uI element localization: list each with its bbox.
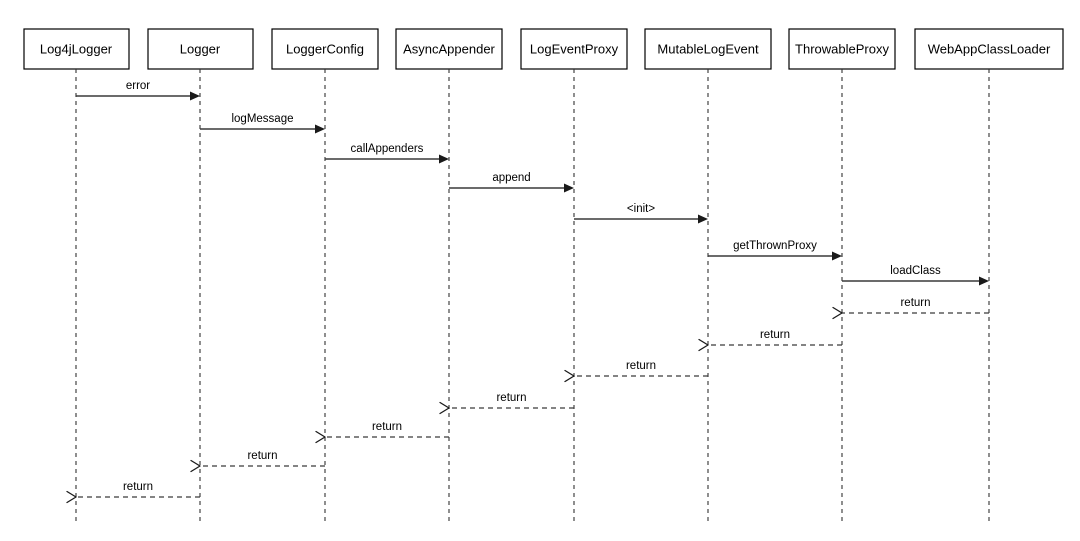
message-9-return[interactable]: return bbox=[564, 360, 708, 383]
messages-layer: error logMessage callAppenders append <init>… bbox=[66, 80, 989, 504]
lifeline-header-box[interactable] bbox=[271, 28, 379, 70]
lifelines-layer: Log4jLogger Logger LoggerConfig AsyncAppend… bbox=[23, 28, 1064, 523]
message-label: return bbox=[123, 481, 153, 493]
lifeline-logeventproxy[interactable]: LogEventProxy bbox=[520, 28, 628, 523]
filled-arrowhead-icon bbox=[439, 154, 449, 164]
message-1-logMessage[interactable]: logMessage bbox=[200, 113, 325, 134]
message-label: return bbox=[900, 297, 930, 309]
message-8-return[interactable]: return bbox=[698, 329, 842, 352]
message-label: error bbox=[126, 80, 150, 92]
filled-arrowhead-icon bbox=[979, 276, 989, 286]
lifeline-label: LogEventProxy bbox=[530, 41, 619, 56]
message-4-init[interactable]: <init> bbox=[574, 203, 708, 224]
message-2-callAppenders[interactable]: callAppenders bbox=[325, 143, 449, 164]
lifeline-header-box[interactable] bbox=[914, 28, 1064, 70]
message-label: getThrownProxy bbox=[733, 240, 817, 252]
lifeline-label: LoggerConfig bbox=[286, 41, 364, 56]
message-label: return bbox=[496, 392, 526, 404]
message-0-error[interactable]: error bbox=[76, 80, 200, 101]
message-5-getThrownProxy[interactable]: getThrownProxy bbox=[708, 240, 842, 261]
lifeline-label: Log4jLogger bbox=[40, 41, 113, 56]
lifeline-label: MutableLogEvent bbox=[657, 41, 759, 56]
message-label: return bbox=[760, 329, 790, 341]
lifeline-header-box[interactable] bbox=[395, 28, 503, 70]
lifeline-logger[interactable]: Logger bbox=[147, 28, 254, 523]
open-arrowhead-icon bbox=[66, 490, 77, 504]
lifeline-header-box[interactable] bbox=[23, 28, 130, 70]
message-label: <init> bbox=[627, 203, 655, 215]
lifeline-label: WebAppClassLoader bbox=[928, 41, 1051, 56]
message-label: return bbox=[626, 360, 656, 372]
lifeline-log4jlogger[interactable]: Log4jLogger bbox=[23, 28, 130, 523]
lifeline-throwableproxy[interactable]: ThrowableProxy bbox=[788, 28, 896, 523]
message-12-return[interactable]: return bbox=[190, 450, 325, 473]
message-3-append[interactable]: append bbox=[449, 172, 574, 193]
lifeline-label: Logger bbox=[180, 41, 221, 56]
message-label: loadClass bbox=[890, 265, 941, 277]
lifeline-label: ThrowableProxy bbox=[795, 41, 889, 56]
open-arrowhead-icon bbox=[564, 369, 575, 383]
filled-arrowhead-icon bbox=[315, 124, 325, 134]
lifeline-asyncappender[interactable]: AsyncAppender bbox=[395, 28, 503, 523]
open-arrowhead-icon bbox=[439, 401, 450, 415]
message-11-return[interactable]: return bbox=[315, 421, 449, 444]
lifeline-mutablelogevent[interactable]: MutableLogEvent bbox=[644, 28, 772, 523]
message-label: append bbox=[492, 172, 530, 184]
message-10-return[interactable]: return bbox=[439, 392, 574, 415]
open-arrowhead-icon bbox=[315, 430, 326, 444]
filled-arrowhead-icon bbox=[564, 183, 574, 193]
message-13-return[interactable]: return bbox=[66, 481, 200, 504]
lifeline-header-box[interactable] bbox=[520, 28, 628, 70]
filled-arrowhead-icon bbox=[190, 91, 200, 101]
message-7-return[interactable]: return bbox=[832, 297, 989, 320]
lifeline-webappclassloader[interactable]: WebAppClassLoader bbox=[914, 28, 1064, 523]
message-label: return bbox=[372, 421, 402, 433]
lifeline-header-box[interactable] bbox=[644, 28, 772, 70]
message-6-loadClass[interactable]: loadClass bbox=[842, 265, 989, 286]
message-label: return bbox=[247, 450, 277, 462]
open-arrowhead-icon bbox=[698, 338, 709, 352]
filled-arrowhead-icon bbox=[698, 214, 708, 224]
message-label: logMessage bbox=[231, 113, 293, 125]
message-label: callAppenders bbox=[351, 143, 424, 155]
open-arrowhead-icon bbox=[832, 306, 843, 320]
open-arrowhead-icon bbox=[190, 459, 201, 473]
lifeline-loggerconfig[interactable]: LoggerConfig bbox=[271, 28, 379, 523]
lifeline-label: AsyncAppender bbox=[403, 41, 495, 56]
filled-arrowhead-icon bbox=[832, 251, 842, 261]
lifeline-header-box[interactable] bbox=[788, 28, 896, 70]
